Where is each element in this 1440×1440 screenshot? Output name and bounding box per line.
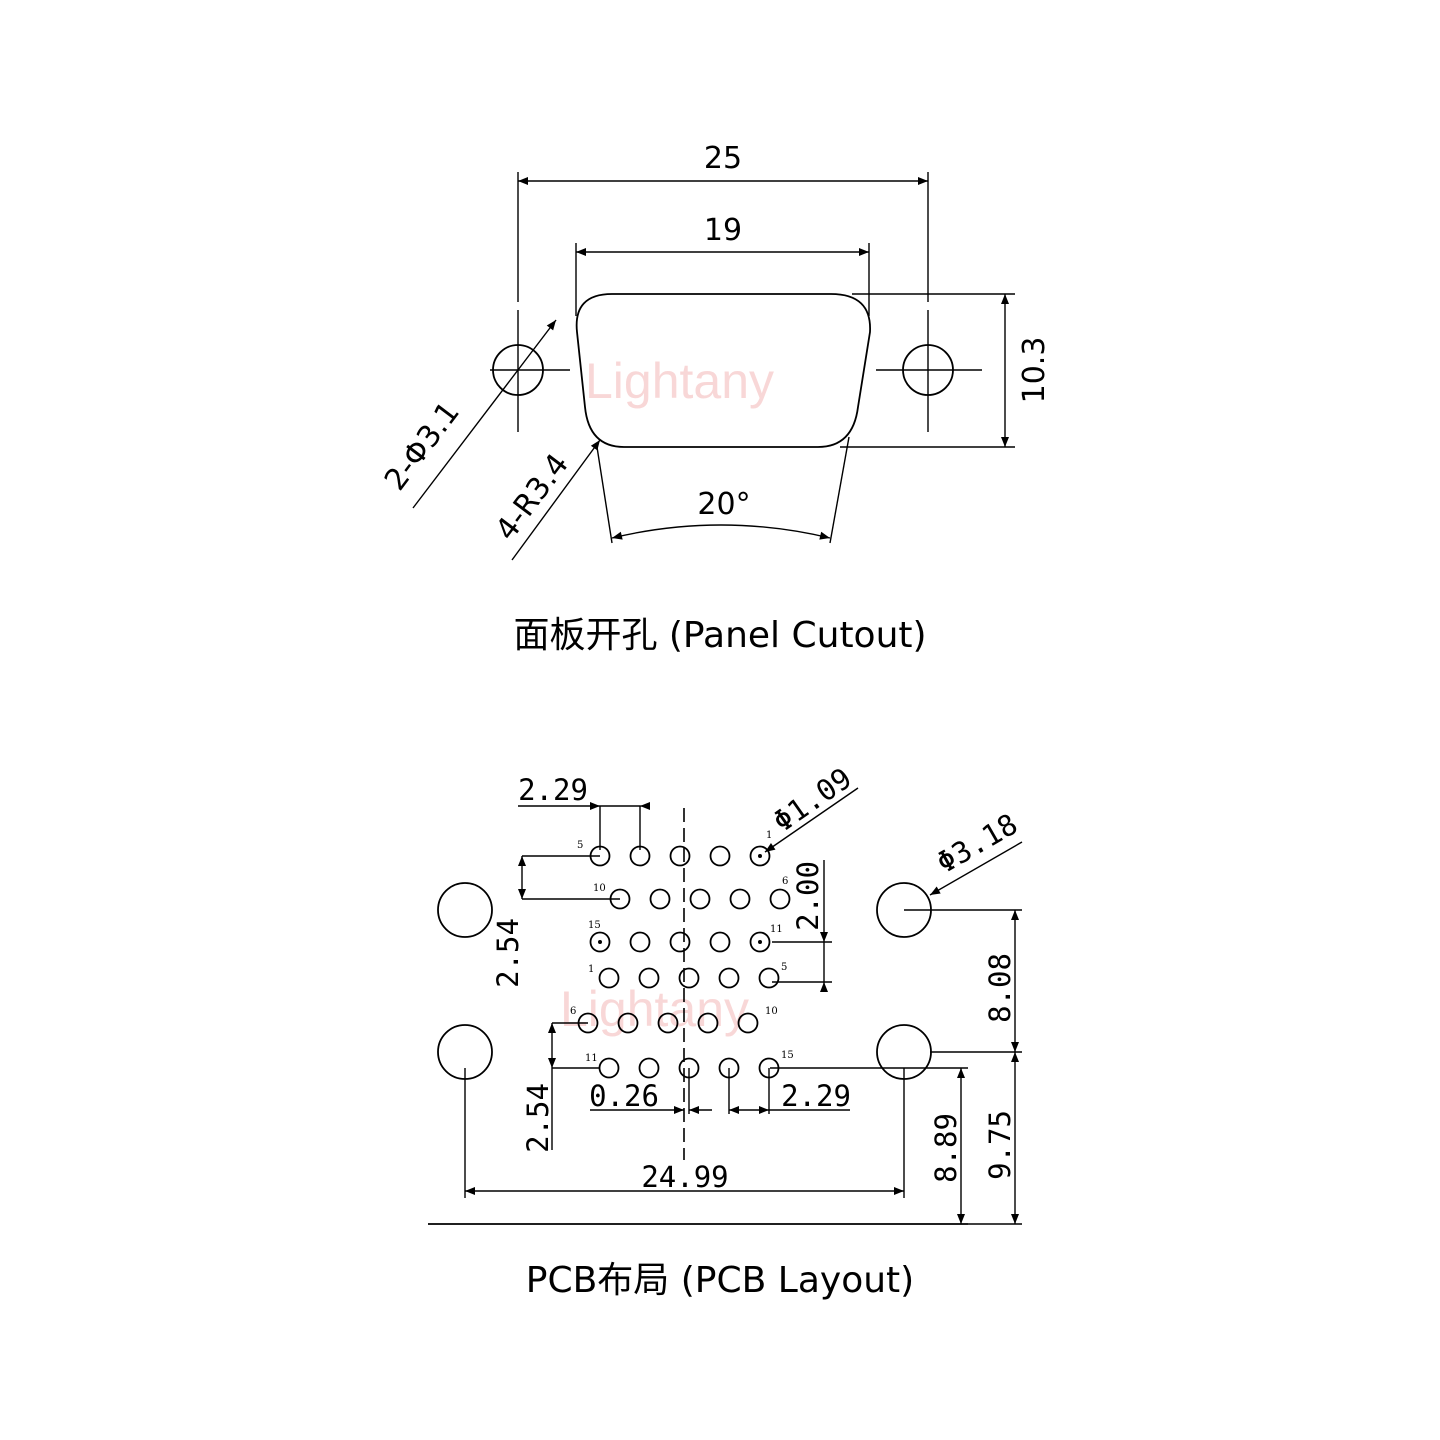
dim-upper-pitch: 2.54 [491, 918, 525, 988]
dim-mount-span: 24.99 [641, 1160, 728, 1194]
dim-height: 10.3 [1017, 337, 1052, 404]
pin-hole [709, 845, 731, 867]
pin-hole [638, 1057, 660, 1079]
dim-mount-height: 8.08 [983, 953, 1017, 1023]
pin-hole [697, 1012, 719, 1034]
dim-bottom-pitch: 2.29 [781, 1079, 851, 1113]
hole-callout: 2-Φ3.1 [378, 395, 467, 497]
pin-label-lower-11: 11 [585, 1053, 598, 1064]
dim-row-gap: 2.00 [791, 861, 825, 931]
pin-hole [758, 967, 780, 989]
pcb-watermark: Lightany [560, 981, 749, 1037]
dim-offset: 0.26 [589, 1079, 659, 1113]
pcb-mount-hole-top-left [437, 882, 493, 938]
pin-label-lower-10: 10 [765, 1006, 778, 1017]
pin-hole [598, 1057, 620, 1079]
cutout-body-outline [575, 293, 871, 448]
pin-hole [769, 888, 791, 910]
pcb-layout-view: Lightany 1 5 6 10 11 15 1 5 6 10 11 15 2… [428, 761, 1023, 1301]
pin-hole [749, 931, 771, 953]
pin-hole [718, 967, 740, 989]
pin-hole [669, 845, 691, 867]
pin-hole [669, 931, 691, 953]
pin-label-upper-15: 15 [588, 920, 601, 931]
pin-hole [709, 931, 731, 953]
dim-lower-pitch: 2.54 [521, 1083, 555, 1153]
pin-hole [749, 845, 771, 867]
pin-center-mark [758, 854, 762, 858]
mount-dia-leader [929, 841, 1023, 896]
angle-ext-left [596, 446, 613, 544]
pin-label-upper-11: 11 [770, 924, 783, 935]
pin-dia-leader [764, 787, 859, 853]
dim-row-to-edge: 9.75 [983, 1110, 1017, 1180]
pin-label-lower-15: 15 [781, 1050, 794, 1061]
dim-body-width: 19 [704, 213, 742, 248]
pin-hole [729, 888, 751, 910]
hole-callout-leader [412, 319, 557, 509]
pin-label-lower-6: 6 [570, 1006, 576, 1017]
pin-hole [617, 1012, 639, 1034]
angle-ext-right [829, 436, 850, 544]
angle-arc [611, 524, 831, 540]
panel-caption: 面板开孔 (Panel Cutout) [513, 615, 926, 656]
dim-overall-width: 25 [704, 141, 742, 176]
pin-label-upper-10: 10 [593, 883, 606, 894]
pin-label-lower-5: 5 [781, 962, 787, 973]
pin-label-upper-5: 5 [577, 840, 583, 851]
pin-hole [598, 967, 620, 989]
pin-hole [649, 888, 671, 910]
pin-hole [657, 1012, 679, 1034]
pin-hole [629, 931, 651, 953]
pin-label-upper-1: 1 [766, 830, 772, 841]
dim-top-pitch: 2.29 [518, 773, 588, 807]
pin-center-mark [758, 940, 762, 944]
pin-hole [638, 967, 660, 989]
dim-mount-dia: Φ3.18 [931, 807, 1024, 880]
dim-pin-dia: Φ1.09 [767, 761, 858, 839]
pin-hole [678, 967, 700, 989]
panel-watermark: Lightany [585, 353, 774, 409]
dim-angle: 20° [697, 487, 750, 522]
pin-hole [689, 888, 711, 910]
radius-callout-leader [511, 439, 601, 561]
panel-cutout-view: Lightany 25 19 10.3 2-Φ3.1 4-R3.4 [378, 141, 1052, 656]
pin-label-lower-1: 1 [588, 964, 594, 975]
pin-hole [737, 1012, 759, 1034]
pin-center-mark [598, 940, 602, 944]
pin-label-upper-6: 6 [782, 876, 788, 887]
pin-hole [589, 931, 611, 953]
pcb-caption: PCB布局 (PCB Layout) [526, 1260, 914, 1301]
dim-hole-to-edge: 8.89 [929, 1113, 963, 1183]
